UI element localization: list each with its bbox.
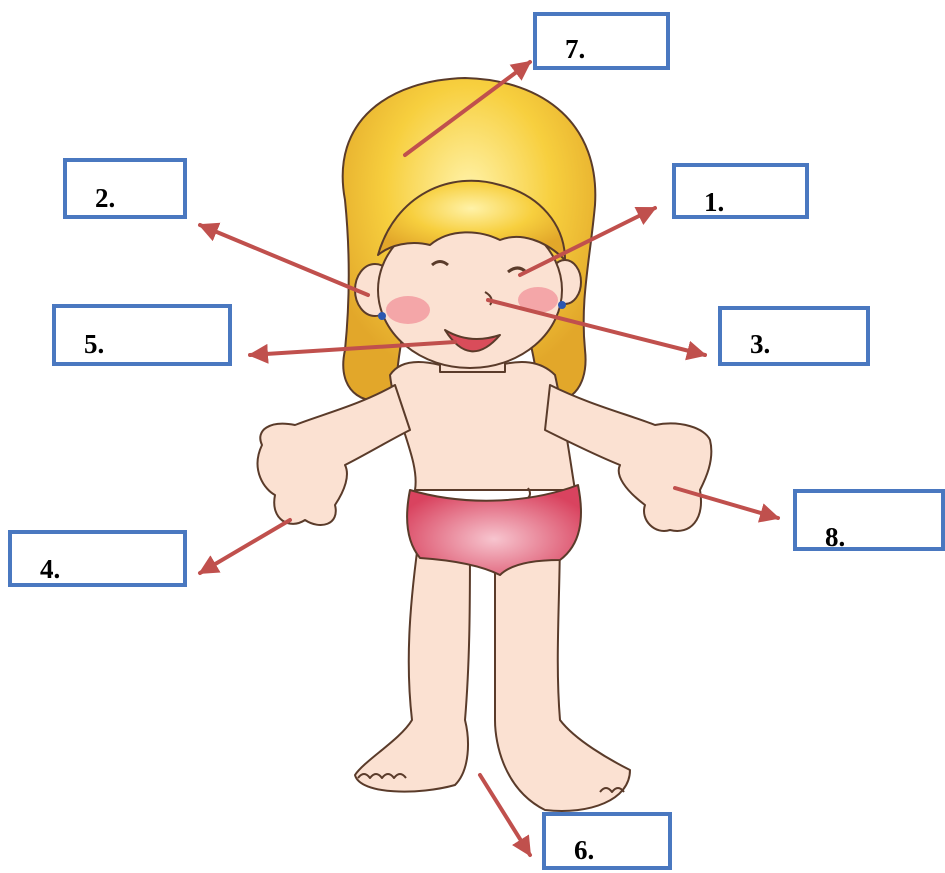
label-4-text: 4. xyxy=(40,554,60,584)
label-box-1[interactable]: 1. xyxy=(672,163,809,219)
label-box-7[interactable]: 7. xyxy=(533,12,670,70)
navel xyxy=(528,488,530,498)
arrow-2 xyxy=(200,225,368,295)
label-7-text: 7. xyxy=(565,34,585,64)
left-cheek xyxy=(386,296,430,324)
label-5-text: 5. xyxy=(84,329,104,359)
arrow-4 xyxy=(200,520,290,573)
label-box-5[interactable]: 5. xyxy=(52,304,232,366)
label-box-8[interactable]: 8. xyxy=(793,489,945,551)
label-2-text: 2. xyxy=(95,183,115,213)
left-leg xyxy=(355,530,470,792)
label-6-text: 6. xyxy=(574,835,594,865)
label-box-6[interactable]: 6. xyxy=(542,812,672,870)
right-earring xyxy=(558,301,566,309)
right-leg xyxy=(495,530,630,811)
label-1-text: 1. xyxy=(704,187,724,217)
label-8-text: 8. xyxy=(825,522,845,552)
label-3-text: 3. xyxy=(750,329,770,359)
left-earring xyxy=(378,312,386,320)
left-arm xyxy=(258,385,410,525)
label-box-3[interactable]: 3. xyxy=(718,306,870,366)
label-box-2[interactable]: 2. xyxy=(63,158,187,219)
girl-illustration xyxy=(258,78,712,811)
label-box-4[interactable]: 4. xyxy=(8,530,187,587)
